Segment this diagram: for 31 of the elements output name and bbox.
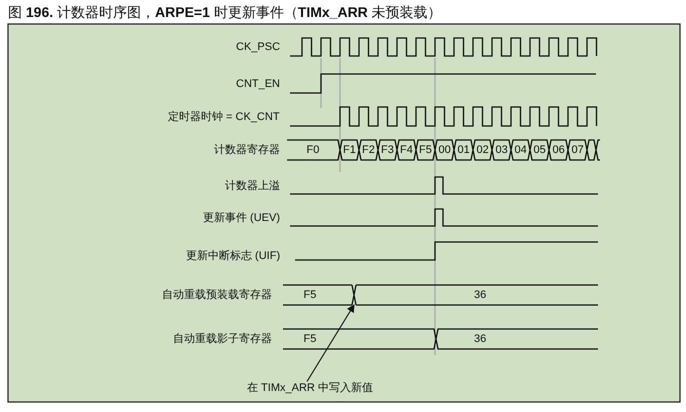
signal-name: 更新中断标志 (UIF) (186, 249, 280, 263)
value-label: 36 (474, 332, 486, 346)
annotation-text: 在 TIMx_ARR 中写入新值 (247, 381, 373, 395)
value-label: F3 (381, 143, 394, 157)
signal-name: 自动重载预装载寄存器 (162, 288, 272, 302)
value-label: 01 (458, 143, 470, 157)
signal-name: CK_PSC (236, 40, 280, 54)
leader-arrow (306, 304, 355, 382)
value-label: 04 (514, 143, 527, 157)
signal-name: 更新事件 (UEV) (203, 211, 280, 225)
value-label: F4 (400, 143, 413, 157)
signal-name: 定时器时钟 = CK_CNT (168, 110, 280, 124)
value-label: F1 (343, 143, 356, 157)
signal-name: 计数器寄存器 (214, 143, 280, 157)
value-label: F5 (304, 332, 316, 346)
bus-transition (351, 284, 357, 306)
value-label: 00 (438, 143, 451, 157)
value-label: 02 (476, 143, 489, 157)
value-label: F5 (419, 143, 432, 157)
value-label: 06 (552, 143, 565, 157)
value-label: 05 (534, 143, 546, 157)
value-label: 36 (474, 288, 486, 302)
value-label: 07 (572, 143, 584, 157)
signal-name: 计数器上溢 (225, 179, 280, 193)
signal-name: 自动重载影子寄存器 (173, 332, 272, 346)
signal-name: CNT_EN (236, 77, 280, 91)
value-label: F5 (304, 288, 316, 302)
value-label: F2 (362, 143, 375, 157)
figure-title: 图 196. 计数器时序图，ARPE=1 时更新事件（TIMx_ARR 未预装载） (8, 3, 442, 21)
value-label: F0 (306, 143, 320, 157)
value-label: 03 (496, 143, 508, 157)
